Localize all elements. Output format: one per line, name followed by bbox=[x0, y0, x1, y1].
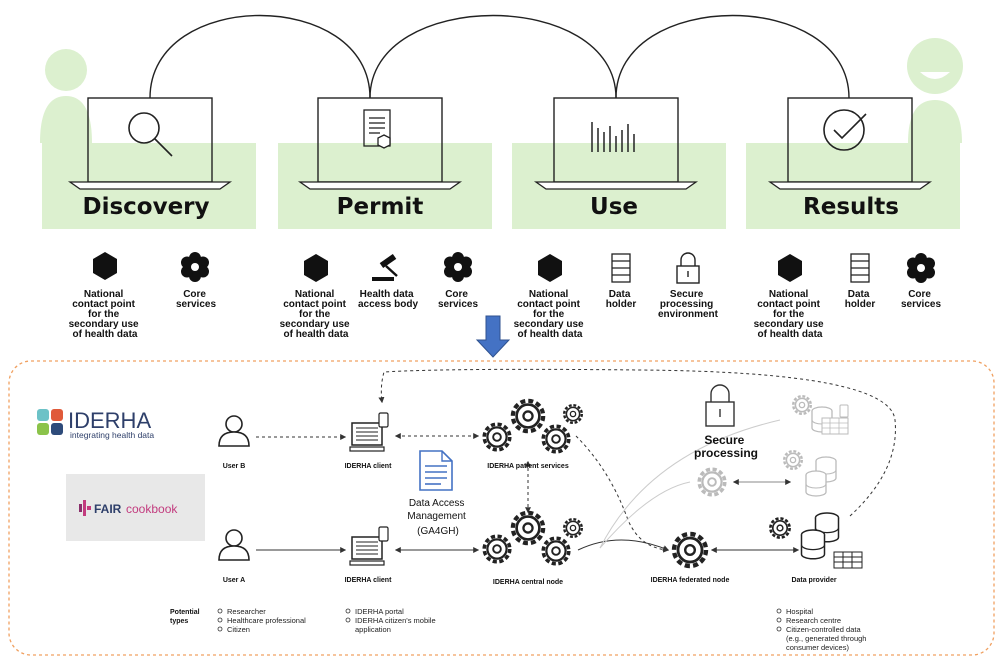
svg-text:cookbook: cookbook bbox=[126, 502, 178, 516]
role-label: Data holder bbox=[845, 289, 876, 310]
lock-icon bbox=[676, 252, 700, 284]
svg-text:FAIR: FAIR bbox=[94, 502, 122, 516]
flower-icon bbox=[181, 252, 209, 282]
laptop-results bbox=[767, 97, 933, 190]
svg-text:Healthcare professional: Healthcare professional bbox=[227, 616, 306, 625]
svg-text:Research centre: Research centre bbox=[786, 616, 841, 625]
patient-services-label: IDERHA patient services bbox=[487, 463, 569, 470]
client-types-list: IDERHA portal IDERHA citizen's mobile ap… bbox=[345, 607, 436, 634]
user-b-icon bbox=[218, 415, 250, 447]
architecture-frame bbox=[8, 360, 995, 656]
iderha-logo: IDERHA integrating health data bbox=[37, 408, 154, 440]
svg-text:Researcher: Researcher bbox=[227, 607, 266, 616]
document-icon bbox=[363, 109, 391, 149]
role-label: National contact point for the secondary… bbox=[280, 289, 353, 340]
role-label: Core services bbox=[176, 289, 216, 310]
federated-node-label: IDERHA federated node bbox=[651, 577, 730, 584]
connector-central-federated bbox=[577, 539, 670, 551]
federated-node-gear-icon bbox=[674, 534, 706, 566]
svg-text:Citizen-controlled data: Citizen-controlled data bbox=[786, 625, 861, 634]
hexagon-icon bbox=[538, 254, 562, 282]
flower-icon bbox=[444, 252, 472, 282]
connector-grey-mid bbox=[599, 481, 691, 549]
svg-text:consumer devices): consumer devices) bbox=[786, 643, 849, 652]
connector-arc-2 bbox=[369, 14, 617, 99]
dam-document-icon bbox=[419, 450, 453, 491]
fair-cookbook-logo: FAIR cookbook bbox=[66, 474, 205, 541]
user-a-icon bbox=[218, 529, 250, 561]
client-a-icon bbox=[349, 526, 389, 566]
barcode-chart-icon bbox=[591, 122, 635, 152]
server-icon bbox=[850, 253, 870, 283]
secure-processing-lock-icon bbox=[705, 384, 735, 427]
client-a-label: IDERHA client bbox=[345, 577, 392, 584]
potential-types-label: Potential types bbox=[170, 609, 202, 625]
svg-text:application: application bbox=[355, 625, 391, 634]
svg-text:Hospital: Hospital bbox=[786, 607, 813, 616]
user-a-label: User A bbox=[223, 577, 245, 584]
gavel-icon bbox=[372, 253, 398, 281]
role-label: National contact point for the secondary… bbox=[754, 289, 827, 340]
hexagon-icon bbox=[93, 252, 117, 280]
role-label: Secure processing environment bbox=[658, 289, 719, 320]
role-label: National contact point for the secondary… bbox=[514, 289, 587, 340]
role-label: Data holder bbox=[606, 289, 637, 310]
central-node-label: IDERHA central node bbox=[493, 579, 563, 586]
svg-text:IDERHA citizen's mobile: IDERHA citizen's mobile bbox=[355, 616, 436, 625]
provider-types-list: Hospital Research centre Citizen-control… bbox=[776, 607, 866, 652]
connector-arc-3 bbox=[615, 14, 850, 99]
laptop-discovery bbox=[67, 97, 233, 190]
svg-text:integrating health data: integrating health data bbox=[70, 430, 154, 440]
data-provider-icon bbox=[769, 512, 863, 569]
stage-title-permit: Permit bbox=[337, 194, 424, 220]
user-figure-left-icon bbox=[40, 49, 92, 143]
down-arrow-icon bbox=[475, 315, 511, 358]
connector-grey-upper bbox=[599, 419, 781, 549]
svg-text:(e.g., generated through: (e.g., generated through bbox=[786, 634, 866, 643]
patient-services-gears-icon bbox=[482, 401, 584, 454]
stage-title-use: Use bbox=[590, 194, 638, 220]
secure-processing-small-gear-icon bbox=[782, 449, 804, 471]
faded-data-provider-icon bbox=[791, 394, 849, 435]
client-b-icon bbox=[349, 412, 389, 452]
stage-title-results: Results bbox=[803, 194, 899, 220]
role-label: Core services bbox=[438, 289, 478, 310]
user-b-label: User B bbox=[223, 463, 246, 470]
flower-icon bbox=[907, 253, 935, 283]
svg-text:Citizen: Citizen bbox=[227, 625, 250, 634]
role-label: National contact point for the secondary… bbox=[69, 289, 142, 340]
role-label: Core services bbox=[901, 289, 941, 310]
secure-processing-gear-icon bbox=[697, 467, 727, 497]
dam-label: Data Access Management (GA4GH) bbox=[407, 498, 468, 537]
laptop-permit bbox=[297, 97, 463, 190]
svg-text:IDERHA portal: IDERHA portal bbox=[355, 607, 404, 616]
data-provider-label: Data provider bbox=[791, 577, 836, 584]
connector-arc-1 bbox=[149, 14, 371, 99]
svg-text:IDERHA: IDERHA bbox=[68, 408, 151, 433]
connector-patient-federated bbox=[575, 435, 670, 553]
checkmark-icon bbox=[823, 109, 867, 151]
hexagon-icon bbox=[304, 254, 328, 282]
central-node-gears-icon bbox=[482, 513, 584, 566]
hexagon-icon bbox=[778, 254, 802, 282]
smiling-user-figure-right-icon bbox=[907, 38, 963, 143]
server-icon bbox=[611, 253, 631, 283]
secure-processing-label: Secure processing bbox=[694, 433, 758, 460]
client-b-label: IDERHA client bbox=[345, 463, 392, 470]
laptop-use bbox=[533, 97, 699, 190]
user-types-list: Researcher Healthcare professional Citiz… bbox=[217, 607, 306, 634]
stage-title-discovery: Discovery bbox=[82, 194, 209, 220]
role-label: Health data access body bbox=[358, 289, 418, 310]
faded-databases-icon bbox=[805, 456, 837, 497]
magnifier-icon bbox=[128, 112, 173, 157]
